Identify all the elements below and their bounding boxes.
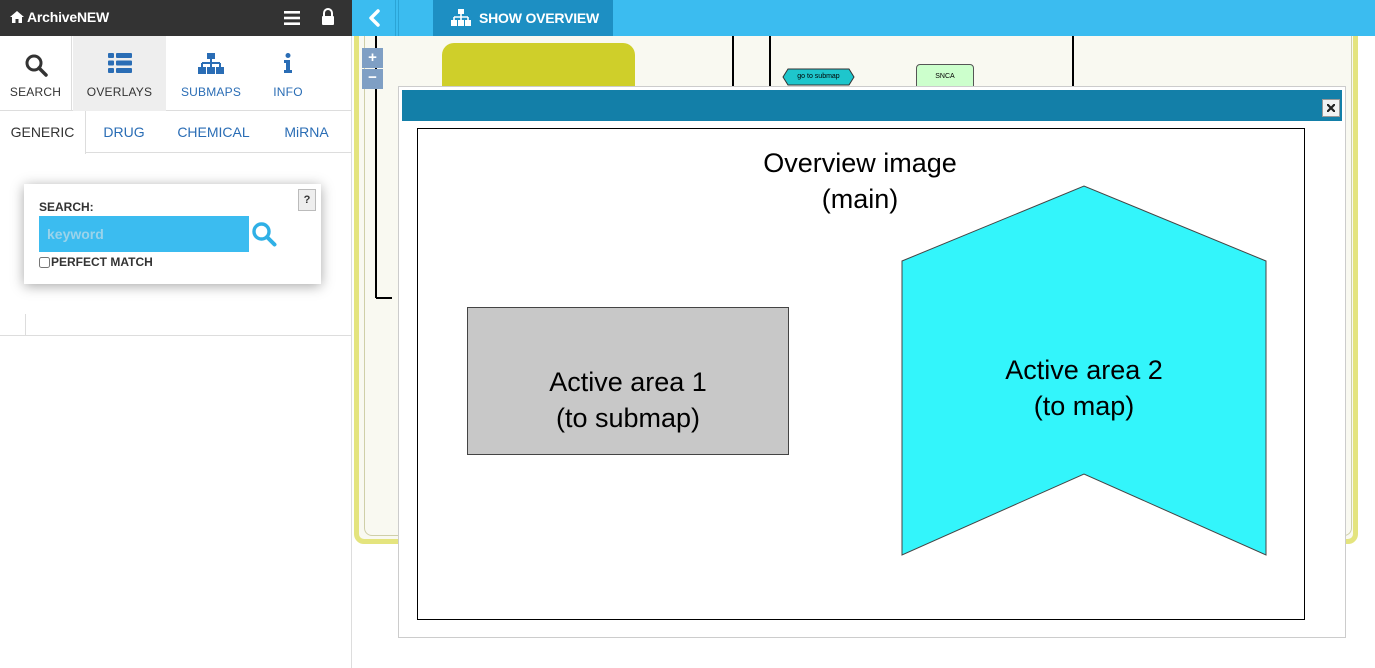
tab-info[interactable]: INFO <box>256 36 320 111</box>
overview-image: Overview image (main) Active area 1 (to … <box>417 128 1305 620</box>
perfect-match-checkbox[interactable] <box>39 256 50 268</box>
brand-bar: ArchiveNEW <box>0 0 352 36</box>
show-overview-label: SHOW OVERVIEW <box>479 10 600 26</box>
info-icon <box>284 53 292 73</box>
tab-search-label: SEARCH <box>9 85 62 99</box>
tab-submaps-label: SUBMAPS <box>180 85 242 99</box>
zoom-out-button[interactable]: − <box>362 69 383 89</box>
show-overview-button[interactable]: SHOW OVERVIEW <box>433 0 613 36</box>
close-button[interactable] <box>1322 99 1340 117</box>
tab-info-label: INFO <box>273 85 303 99</box>
tab-submaps[interactable]: SUBMAPS <box>166 36 256 111</box>
perfect-match: PERFECT MATCH <box>39 255 153 269</box>
hamburger-icon[interactable] <box>283 9 301 27</box>
top-bar: SHOW OVERVIEW <box>352 0 1375 36</box>
sitemap-icon <box>198 53 224 74</box>
main-tabs: SEARCH OVERLAYS SUBMAPS <box>0 36 352 111</box>
overview-title-line2: (main) <box>821 184 899 214</box>
sitemap-icon <box>451 9 471 26</box>
active-area-2-shape <box>901 185 1267 556</box>
result-tab[interactable] <box>0 314 26 336</box>
overview-dialog: Overview image (main) Active area 1 (to … <box>398 86 1346 638</box>
subtab-generic[interactable]: GENERIC <box>0 111 86 154</box>
overview-title: Overview image (main) <box>754 145 966 217</box>
active-area-submap[interactable]: Active area 1 (to submap) <box>467 307 789 455</box>
active-area-1-line2: (to submap) <box>555 403 701 433</box>
tab-overlays[interactable]: OVERLAYS <box>73 36 166 111</box>
lock-icon[interactable] <box>320 8 336 26</box>
search-icon[interactable] <box>251 221 277 247</box>
subtab-mirna[interactable]: MiRNA <box>284 124 329 140</box>
active-area-2-line2: (to map) <box>1033 391 1135 421</box>
subtab-drug[interactable]: DRUG <box>103 124 145 140</box>
help-button[interactable]: ? <box>298 189 316 211</box>
chevron-left-icon <box>369 9 380 27</box>
active-area-2-label: Active area 2 (to map) <box>901 352 1267 424</box>
home-icon <box>10 11 24 23</box>
tab-overlays-label: OVERLAYS <box>86 85 153 99</box>
search-card: ? SEARCH: PERFECT MATCH <box>24 184 321 284</box>
left-panel: ArchiveNEW SEARCH <box>0 0 352 668</box>
submap-node-shape <box>782 68 855 86</box>
brand-name: ArchiveNEW <box>27 9 110 25</box>
search-icon <box>25 54 48 77</box>
close-icon <box>1327 104 1335 112</box>
list-icon <box>107 53 132 73</box>
search-label: SEARCH: <box>39 200 94 214</box>
overview-title-line1: Overview image <box>763 148 957 178</box>
dialog-titlebar[interactable] <box>402 90 1342 121</box>
sub-tabs: GENERIC DRUG CHEMICAL MiRNA <box>0 111 352 154</box>
search-input[interactable] <box>39 216 249 252</box>
perfect-match-label: PERFECT MATCH <box>51 255 153 269</box>
active-area-1-line1: Active area 1 <box>549 367 707 397</box>
result-tabs-divider <box>26 335 352 336</box>
active-area-map[interactable]: Active area 2 (to map) <box>901 185 1267 557</box>
tab-search[interactable]: SEARCH <box>0 36 72 111</box>
submap-node-label: go to submap <box>797 73 840 80</box>
toolbar-divider <box>398 0 399 36</box>
zoom-in-button[interactable]: + <box>362 48 383 68</box>
collapse-panel-button[interactable] <box>352 0 396 36</box>
brand[interactable]: ArchiveNEW <box>10 9 109 25</box>
active-area-2-line1: Active area 2 <box>1005 355 1163 385</box>
subtab-chemical[interactable]: CHEMICAL <box>177 124 250 140</box>
map-submap-node[interactable]: go to submap <box>782 68 855 86</box>
active-area-1-label: Active area 1 (to submap) <box>468 364 788 436</box>
